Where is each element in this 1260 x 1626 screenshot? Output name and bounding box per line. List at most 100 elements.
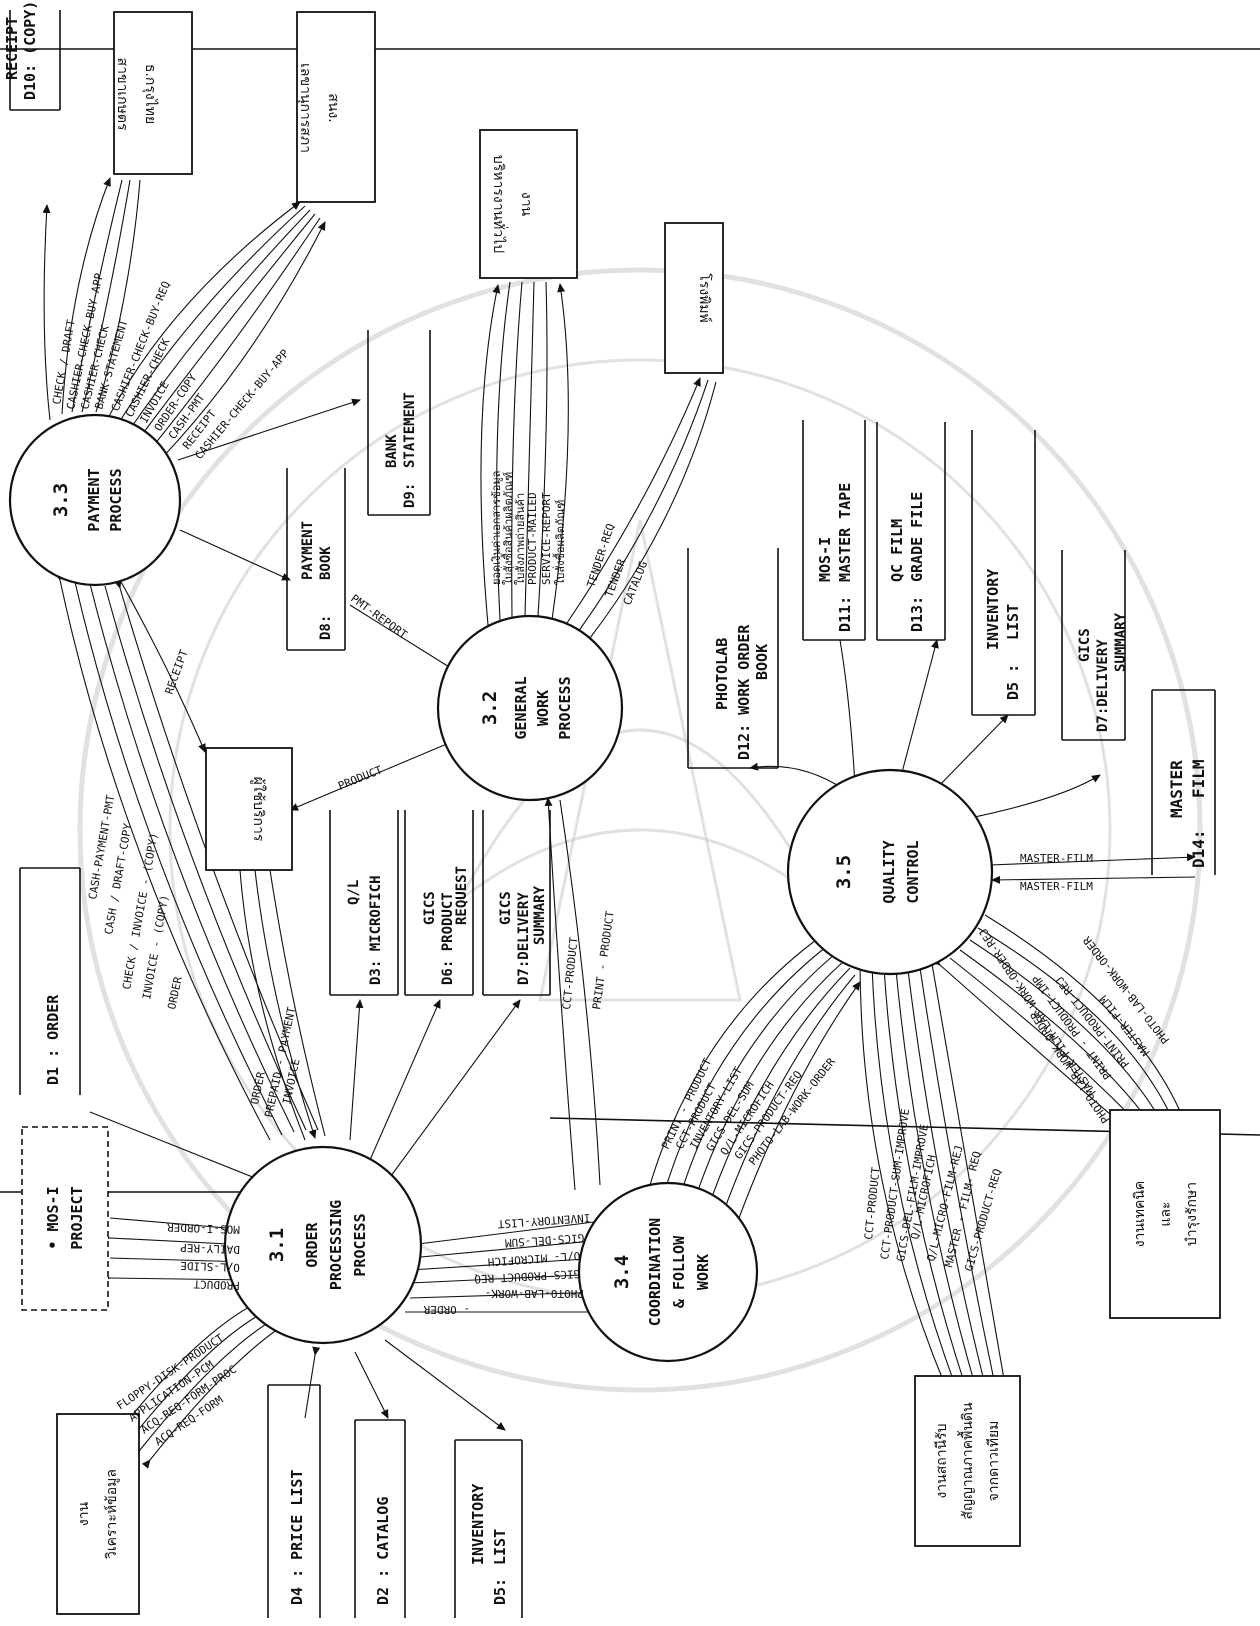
flow-label: MOS-I-ORDER [166, 1220, 240, 1236]
flow-label: O/L-SLIDE [180, 1259, 240, 1274]
process-3-3-line2: PROCESS [107, 468, 125, 531]
entity-mos-line1: • MOS-I [44, 1186, 62, 1249]
entity-customer: ผู้ใช้บริการ [205, 747, 293, 871]
process-3-2-id: 3.2 [479, 691, 501, 725]
store-d13-line1: D13: [908, 596, 926, 632]
store-d5-left: D5: INVENTORY LIST [454, 1439, 523, 1618]
process-3-4-id: 3.4 [611, 1255, 633, 1289]
entity-station-line1: งานสถานีรับ [934, 1423, 950, 1498]
flow-label: ยอดเงินค่าเอกสารข้อมูล [490, 471, 503, 585]
flow-labels-mos: MOS-I-ORDER DAILY-REP O/L-SLIDE PRODUCT [166, 1220, 240, 1292]
process-3-1-line2: PROCESSING [327, 1200, 345, 1290]
flow-label: ใบสั่งซื้อผลิตภัณฑ์ [552, 500, 567, 585]
store-d6: D6: PRODUCT GICS REQUEST [404, 810, 474, 996]
flow-label-product: PRODUCT [336, 763, 384, 793]
store-d11: D11: MOS-I MASTER TAPE [802, 420, 866, 641]
process-3-1-line3: PROCESS [351, 1213, 369, 1276]
store-d14-line1: D14: [1189, 829, 1208, 868]
store-d7a-line2: GICS [498, 891, 514, 925]
flow-label: ใบสั่งซื้อสินค้าผลิตภัณฑ์ [500, 472, 515, 585]
store-d5b-line1: D5: [491, 1578, 509, 1605]
store-d7b-line1: D7:DELIVERY [1095, 639, 1111, 732]
store-d3-line2: Q/L [346, 880, 362, 905]
store-d4: D4 : PRICE LIST [267, 1384, 321, 1618]
store-d5b-line2: INVENTORY [469, 1484, 487, 1565]
flow-labels-coord: INVENTORY-LIST GICS-DEL-SUM O/L- MICROFI… [423, 1211, 590, 1316]
flow-label: GICS-DEL-SUM [504, 1231, 585, 1250]
store-d8-line2: PAYMENT [300, 521, 316, 580]
store-d10: D10: (COPY) RECEIPT [3, 1, 61, 111]
entity-council-line1: สนง. [325, 93, 341, 122]
flow-label-receipt: RECEIPT [163, 648, 191, 696]
entity-analysis-line1: งาน [76, 1501, 92, 1526]
entity-station-line3: จากดาวเทียม [986, 1421, 1002, 1502]
flow-labels-general: ยอดเงินค่าเอกสารข้อมูล ใบสั่งซื้อสินค้าผ… [490, 471, 567, 585]
store-d10-line2: RECEIPT [3, 17, 21, 80]
flow-label: DAILY-REP [180, 1241, 240, 1256]
store-d12-line2: PHOTOLAB [713, 638, 731, 710]
store-d10-line1: D10: (COPY) [21, 1, 39, 100]
store-d9-line2: BANK [384, 434, 400, 468]
store-d7b-line3: SUMMARY [1113, 612, 1129, 672]
flow-label: SERVICE-REPORT [540, 492, 553, 585]
flow-label: CCT-PRODUCT [862, 1166, 883, 1240]
process-3-5-id: 3.5 [833, 855, 855, 889]
flow-labels-master-film: MASTER-FILM MASTER-FILM [1020, 852, 1093, 893]
entity-mos-line2: PROJECT [68, 1186, 86, 1249]
store-d14-line3: FILM [1189, 759, 1208, 798]
entity-admin: งาน บริหารงานทั่วไป [479, 129, 578, 279]
store-d9: D9: BANK STATEMENT [367, 330, 431, 516]
store-d5a-line2: INVENTORY [984, 569, 1002, 650]
store-d14-line2: MASTER [1167, 760, 1186, 818]
flow-label: MASTER-FILM [1020, 880, 1093, 893]
store-d11-line2: MOS-I [816, 537, 834, 582]
store-d6-line2: GICS [422, 891, 438, 925]
flow-label-pmt-report: PMT-REPORT [348, 592, 410, 642]
flow-label: PRODUCT-MAILED [526, 492, 539, 585]
flow-label: ใบสั่งภาพถ่ายสินค้า [512, 493, 527, 585]
store-d6-line1: D6: PRODUCT [440, 892, 456, 985]
entity-analysis: งาน วิเคราะห์ข้อมูล [56, 1413, 140, 1615]
process-3-1-id: 3.1 [266, 1228, 288, 1262]
store-d13-line3: GRADE FILE [908, 492, 926, 582]
store-d13: D13: QC FILM GRADE FILE [876, 422, 946, 641]
store-d5b-line3: LIST [491, 1529, 509, 1565]
flow-labels-qc-tech: PHOTO-LAB-WORK-ORDER MASTER-FILM PRINT-P… [977, 926, 1173, 1126]
store-d11-line3: MASTER TAPE [836, 483, 854, 582]
flow-labels-coord-up: CCT-PRODUCT PRINT - PRODUCT [560, 910, 617, 1011]
flow-label: MASTER-FILM [1020, 852, 1093, 865]
flow-labels-qc-coord: PRINT - PRODUCT CCT-PRODUCT INVENTORY-LI… [659, 1055, 838, 1168]
store-d8: D8: PAYMENT BOOK [286, 468, 346, 651]
store-d2: D2 : CATALOG [354, 1419, 406, 1618]
entity-station-line2: สัญญาณภาคพื้นดิน [957, 1402, 976, 1520]
process-3-4-line3: WORK [694, 1254, 712, 1290]
process-3-5-line2: CONTROL [904, 840, 922, 903]
entity-admin-line2: บริหารงานทั่วไป [490, 155, 508, 253]
store-d12-line1: D12: WORK ORDER [735, 624, 753, 760]
store-d12-line3: BOOK [753, 644, 771, 680]
process-3-4: 3.4 COORDINATION & FOLLOW WORK [577, 1181, 759, 1363]
process-3-3-id: 3.3 [50, 483, 72, 517]
entity-analysis-line2: วิเคราะห์ข้อมูล [103, 1469, 120, 1559]
process-3-5-line1: QUALITY [880, 840, 898, 903]
entity-printer-line1: โรงพิมพ์ [696, 273, 713, 323]
flow-label: INVENTORY-LIST [497, 1211, 591, 1230]
entity-customer-line1: ผู้ใช้บริการ [250, 777, 267, 842]
flow-label: PHOTO-LAB-WORK- [485, 1287, 584, 1300]
store-d1-label: D1 : ORDER [44, 994, 62, 1085]
store-d8-line1: D8: [318, 615, 334, 640]
flow-labels-qc-station: CCT-PRODUCT CCT-PRODUCT-SUM-IMPROVE GICS… [862, 1108, 1004, 1273]
store-d7a-line1: D7:DELIVERY [516, 892, 532, 985]
process-3-2-line2: WORK [534, 690, 552, 726]
entity-tech-line1: งานเทคนิค [1132, 1181, 1148, 1248]
flow-label: - ORDER [423, 1303, 470, 1316]
process-3-2-line3: PROCESS [556, 676, 574, 739]
store-d5a-line1: D5 : [1004, 664, 1022, 700]
store-d9-line1: D9: [402, 483, 418, 508]
store-d7a-line3: SUMMARY [532, 885, 548, 945]
entity-bank: ธ.กรุงไทย สาขาเกษตร [113, 11, 193, 175]
store-d1: D1 : ORDER [19, 867, 81, 1095]
store-d7-lower: D7:DELIVERY GICS SUMMARY [482, 810, 551, 996]
entity-council-line2: เลขานุการสภา [297, 63, 313, 153]
